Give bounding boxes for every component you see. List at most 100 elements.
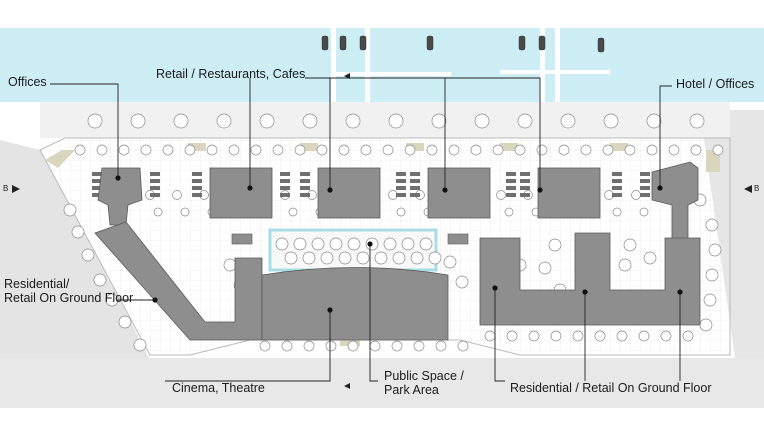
leader-dot xyxy=(537,187,543,193)
label-cinema: Cinema, Theatre xyxy=(172,381,265,395)
tree-icon xyxy=(699,318,713,332)
leader-dot xyxy=(327,307,333,313)
cafe-seating xyxy=(92,172,650,197)
leader-dot xyxy=(492,285,498,291)
tree-icon xyxy=(618,258,632,272)
tree-icon xyxy=(316,144,328,156)
boat-icon xyxy=(339,35,347,51)
tree-icon xyxy=(87,113,103,129)
tree-icon xyxy=(404,144,416,156)
tree-icon xyxy=(410,251,424,265)
boat-icon xyxy=(426,35,434,51)
boat-icon xyxy=(518,35,526,51)
leader-dot xyxy=(115,175,121,181)
tree-icon xyxy=(284,251,298,265)
leader-line xyxy=(494,288,505,382)
section-mark-left: B xyxy=(3,184,9,193)
tree-icon xyxy=(426,144,438,156)
boats xyxy=(321,35,605,53)
tree-icon xyxy=(474,113,490,129)
tree-icon xyxy=(580,144,592,156)
tree-icon xyxy=(391,340,403,352)
tree-icon xyxy=(517,113,533,129)
tree-icon xyxy=(81,248,95,262)
building-retail-3 xyxy=(427,167,491,219)
tree-icon xyxy=(682,330,694,342)
leader-dot xyxy=(327,187,333,193)
promenade-trees xyxy=(87,113,705,129)
tree-icon xyxy=(118,144,130,156)
leader-line xyxy=(50,83,119,178)
tree-icon xyxy=(623,238,637,252)
tree-icon xyxy=(259,340,271,352)
leader-lines xyxy=(50,77,683,382)
tree-icon xyxy=(320,251,334,265)
tree-icon xyxy=(74,144,86,156)
leader-dot xyxy=(247,185,253,191)
tree-icon xyxy=(616,330,628,342)
tree-icon xyxy=(705,218,719,232)
leader-dot xyxy=(442,187,448,193)
tree-icon xyxy=(496,190,506,200)
plaza-trees xyxy=(63,144,724,352)
tree-icon xyxy=(419,237,433,251)
tree-icon xyxy=(492,144,504,156)
tree-icon xyxy=(594,330,606,342)
cinema-texture xyxy=(262,275,448,340)
label-public-space-line1: Public Space / xyxy=(384,369,464,383)
tree-icon xyxy=(118,315,132,329)
road-bottom xyxy=(0,358,764,408)
tree-icon xyxy=(130,113,146,129)
tree-icon xyxy=(703,293,717,307)
leader-line xyxy=(369,244,378,382)
tree-icon xyxy=(228,144,240,156)
tree-icon xyxy=(71,225,85,239)
tree-icon xyxy=(275,237,289,251)
tree-icon xyxy=(383,237,397,251)
label-hotel: Hotel / Offices xyxy=(676,77,755,91)
tree-icon xyxy=(374,251,388,265)
tree-icon xyxy=(96,144,108,156)
tree-icon xyxy=(631,190,641,200)
tree-icon xyxy=(288,207,298,217)
tree-icon xyxy=(428,251,442,265)
tree-icon xyxy=(259,113,275,129)
tree-icon xyxy=(172,190,182,200)
tree-icon xyxy=(457,340,469,352)
tree-icon xyxy=(173,113,189,129)
label-retail: Retail / Restaurants, Cafes xyxy=(156,67,306,81)
tree-icon xyxy=(281,340,293,352)
label-residential-left-line1: Residential/ xyxy=(4,277,70,291)
building-retail-4 xyxy=(537,167,601,219)
tree-icon xyxy=(329,237,343,251)
tree-icon xyxy=(382,144,394,156)
tree-icon xyxy=(660,330,672,342)
tree-icon xyxy=(347,340,359,352)
leader-dot xyxy=(367,241,373,247)
tree-icon xyxy=(506,330,518,342)
boat-icon xyxy=(538,35,546,51)
tree-icon xyxy=(643,251,657,265)
tree-icon xyxy=(514,144,526,156)
tree-icon xyxy=(162,144,174,156)
tree-icon xyxy=(455,275,469,289)
leader-line xyxy=(659,85,672,188)
tree-icon xyxy=(689,113,705,129)
tree-icon xyxy=(646,113,662,129)
tree-icon xyxy=(538,261,552,275)
tree-icon xyxy=(338,251,352,265)
kiosk xyxy=(447,233,469,245)
tree-icon xyxy=(63,203,77,217)
tree-icon xyxy=(311,237,325,251)
kiosk xyxy=(231,233,253,245)
tree-icon xyxy=(431,113,447,129)
tree-icon xyxy=(536,144,548,156)
tree-icon xyxy=(180,207,190,217)
tree-icon xyxy=(638,330,650,342)
tree-icon xyxy=(712,144,724,156)
tree-icon xyxy=(705,268,719,282)
tree-icon xyxy=(369,340,381,352)
tree-icon xyxy=(345,113,361,129)
tree-icon xyxy=(401,237,415,251)
